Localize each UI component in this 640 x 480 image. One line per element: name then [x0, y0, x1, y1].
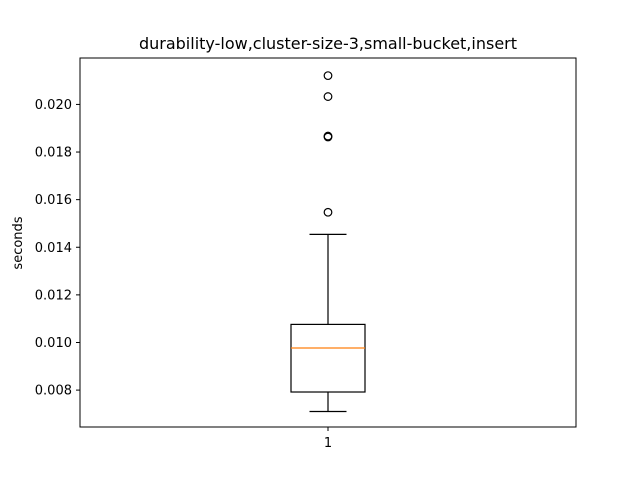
y-tick-label: 0.016: [35, 193, 72, 208]
outlier-point: [323, 71, 333, 81]
box-series: [290, 71, 366, 413]
y-axis-label: seconds: [11, 216, 26, 269]
y-tick-label: 0.012: [35, 288, 72, 303]
y-tick-label: 0.018: [35, 146, 72, 161]
chart-title: durability-low,cluster-size-3,small-buck…: [139, 34, 517, 53]
outlier-point: [323, 92, 333, 101]
y-tick-label: 0.010: [35, 336, 72, 351]
y-tick-label: 0.014: [35, 241, 72, 256]
x-tick-label: 1: [324, 436, 332, 451]
y-tick-label: 0.008: [35, 384, 72, 399]
y-tick-label: 0.020: [35, 98, 72, 113]
y-axis-ticks: 0.008 0.010 0.012 0.014 0.016 0.018 0.020: [35, 98, 80, 399]
box-iqr: [290, 323, 366, 393]
outlier-point: [323, 131, 333, 141]
outlier-point: [323, 207, 333, 217]
x-axis-ticks: 1: [324, 427, 332, 451]
